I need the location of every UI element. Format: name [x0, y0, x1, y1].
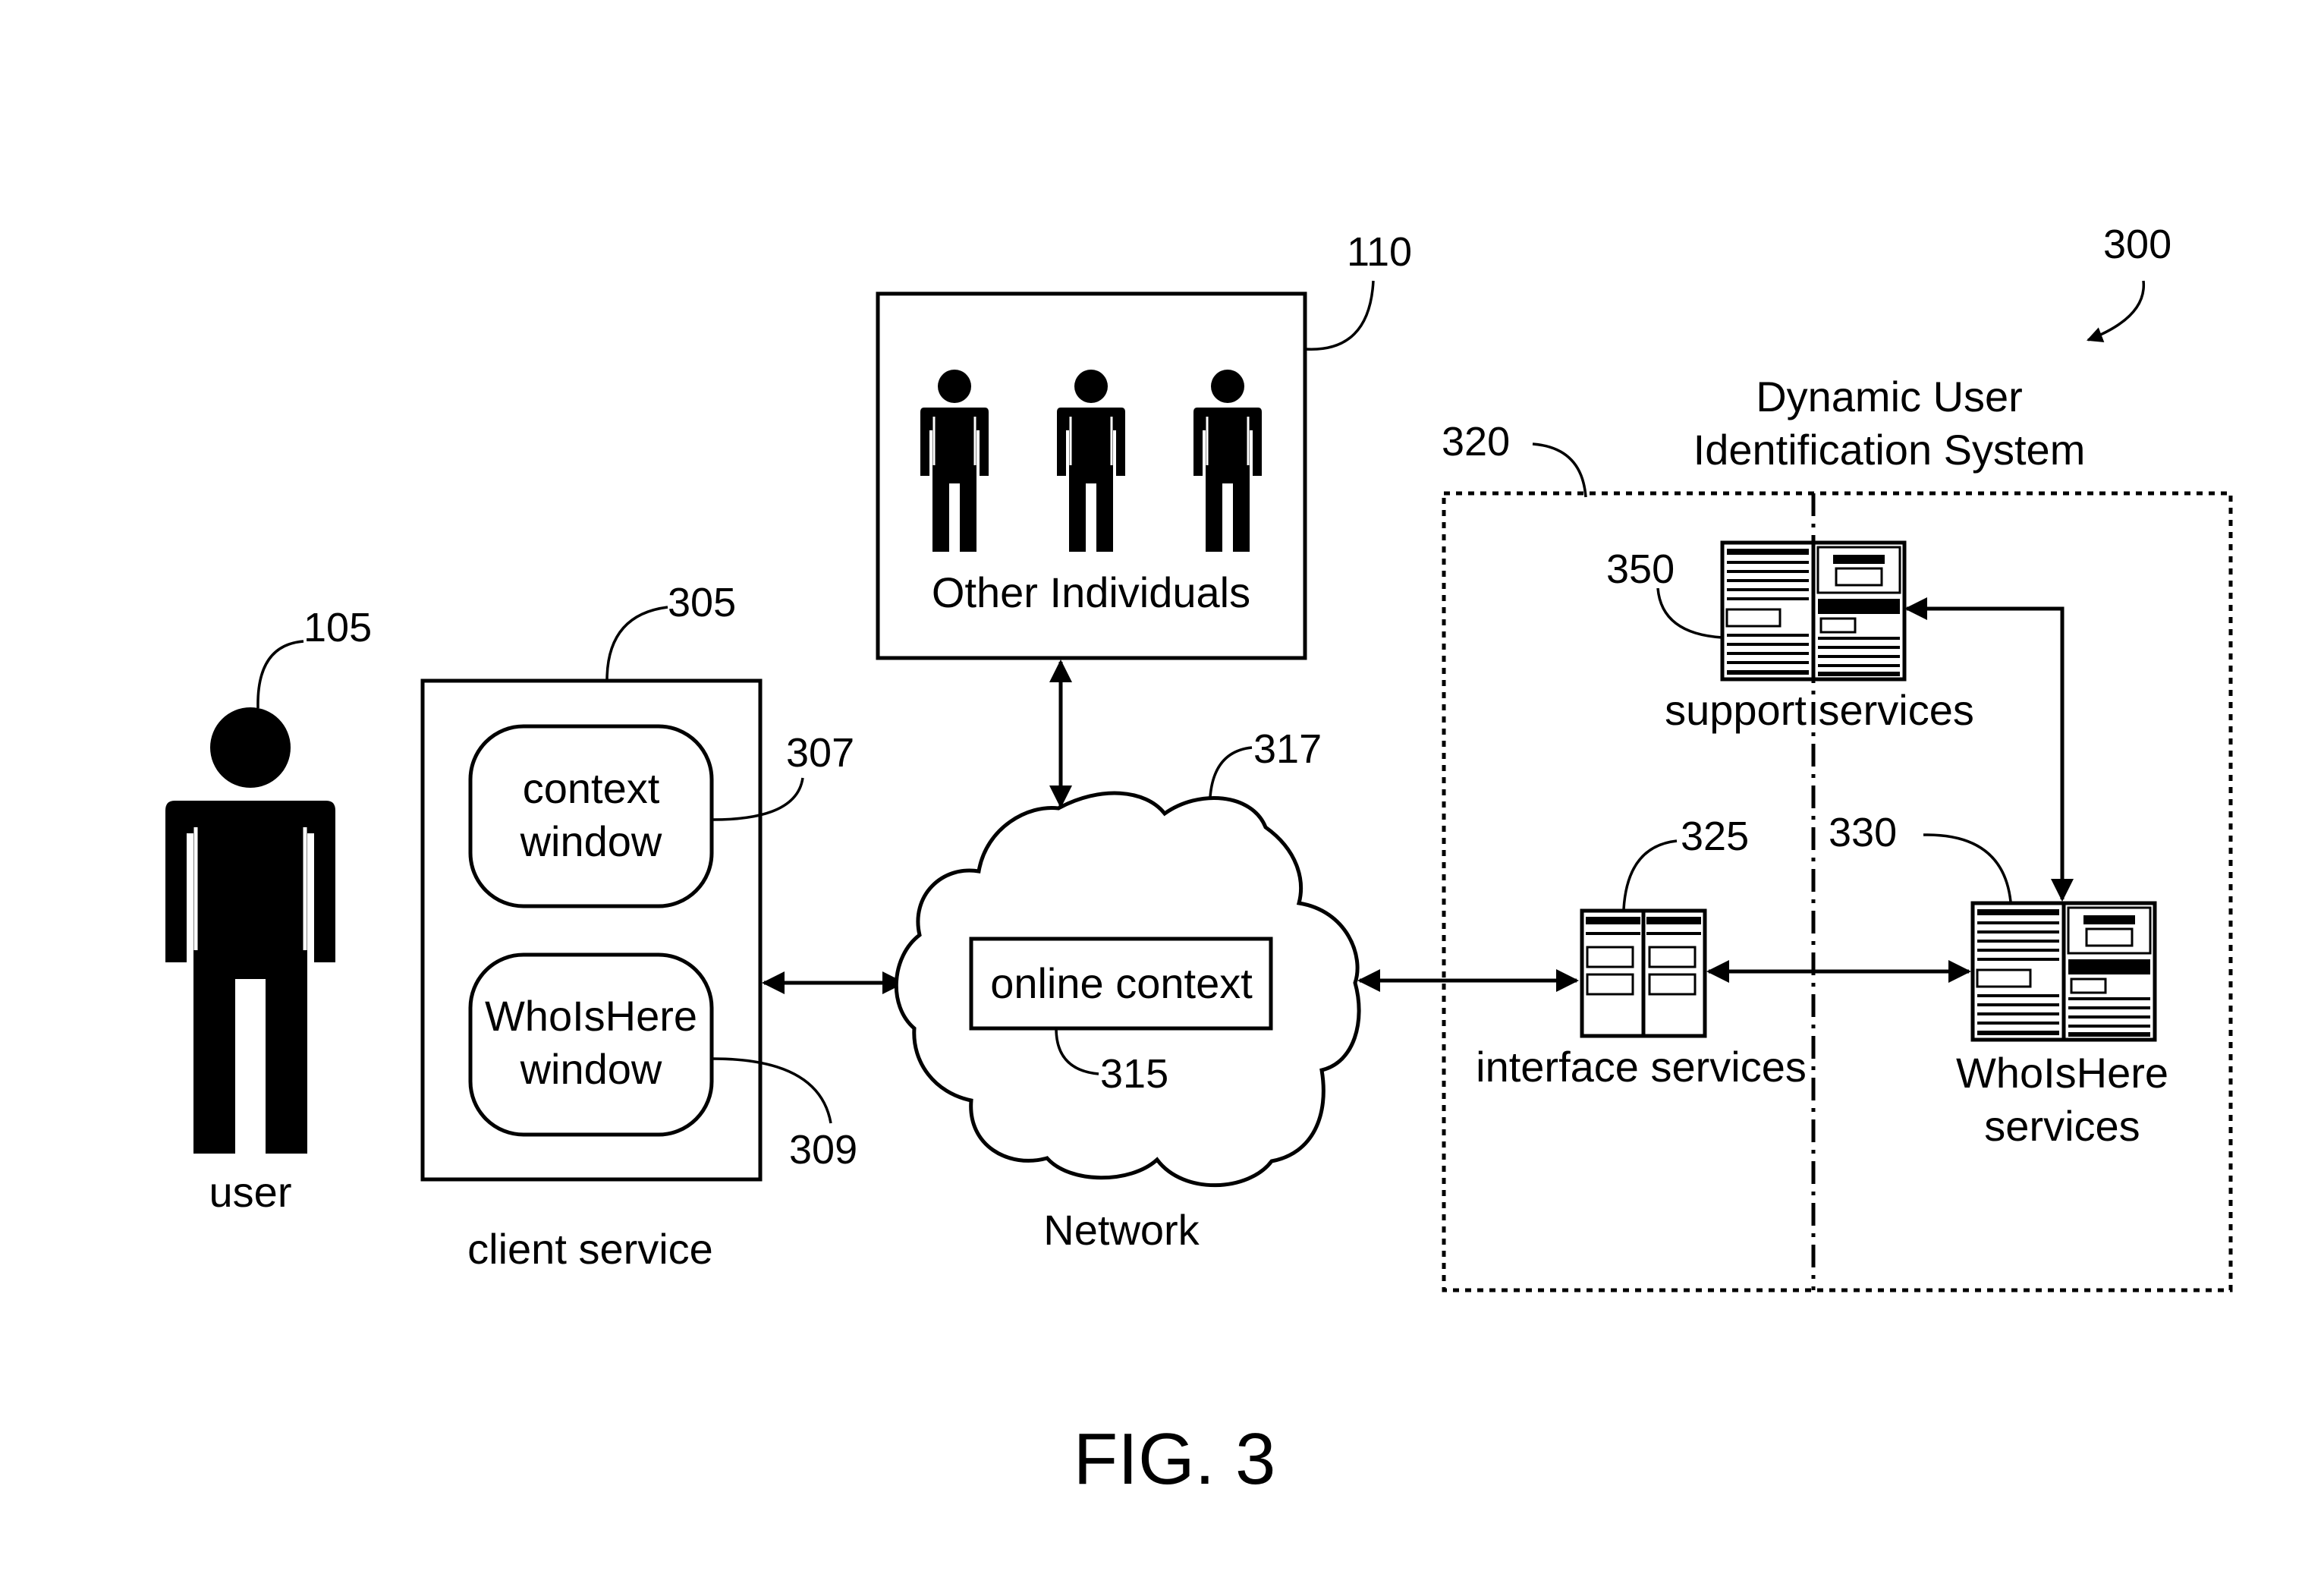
whoishere-services-server: [1973, 903, 2155, 1040]
support-whoishere-arrow: [1907, 609, 2062, 899]
whoishere-services-label-line2: services: [1984, 1102, 2140, 1150]
ref-110-leader: [1305, 281, 1373, 349]
ref-110: 110: [1347, 229, 1412, 275]
interface-services-server: [1582, 911, 1705, 1036]
context-window-box: [470, 726, 712, 906]
ref-307: 307: [786, 730, 854, 776]
user-figure: [165, 707, 335, 1154]
context-window-label-line1: context: [523, 764, 660, 812]
ref-300-arrow: [2088, 281, 2143, 340]
whoishere-window-label-line1: WhoIsHere: [485, 992, 697, 1040]
ref-317: 317: [1253, 726, 1322, 772]
support-services-label: support services: [1665, 686, 1974, 734]
client-service-label: client service: [467, 1225, 713, 1273]
ref-305-leader: [607, 607, 668, 681]
online-context-label: online context: [990, 959, 1253, 1007]
ref-305: 305: [668, 580, 736, 625]
ref-350: 350: [1606, 546, 1675, 592]
whoishere-window-label-line2: window: [520, 1045, 662, 1093]
ref-309: 309: [789, 1127, 857, 1173]
ref-300: 300: [2103, 222, 2171, 267]
ref-330-leader: [1923, 835, 2011, 902]
ref-320: 320: [1442, 419, 1510, 464]
ref-317-leader: [1210, 748, 1252, 797]
ref-330: 330: [1829, 810, 1897, 855]
context-window-label-line2: window: [520, 817, 662, 865]
interface-services-label: interface services: [1476, 1043, 1807, 1091]
ref-325: 325: [1681, 814, 1749, 859]
ref-350-leader: [1658, 588, 1722, 638]
ref-320-leader: [1533, 444, 1586, 497]
whoishere-services-label-line1: WhoIsHere: [1956, 1049, 2168, 1097]
ref-105: 105: [303, 605, 372, 650]
ref-105-leader: [258, 641, 303, 708]
figure-caption: FIG. 3: [1074, 1418, 1276, 1500]
ref-325-leader: [1624, 841, 1677, 909]
support-services-server: [1722, 543, 1904, 679]
other-individuals-label: Other Individuals: [932, 568, 1250, 616]
system-title-line2: Identification System: [1693, 426, 2086, 474]
network-label: Network: [1043, 1206, 1200, 1254]
ref-315: 315: [1100, 1051, 1168, 1097]
system-title-line1: Dynamic User: [1756, 373, 2023, 420]
user-label: user: [209, 1168, 292, 1216]
